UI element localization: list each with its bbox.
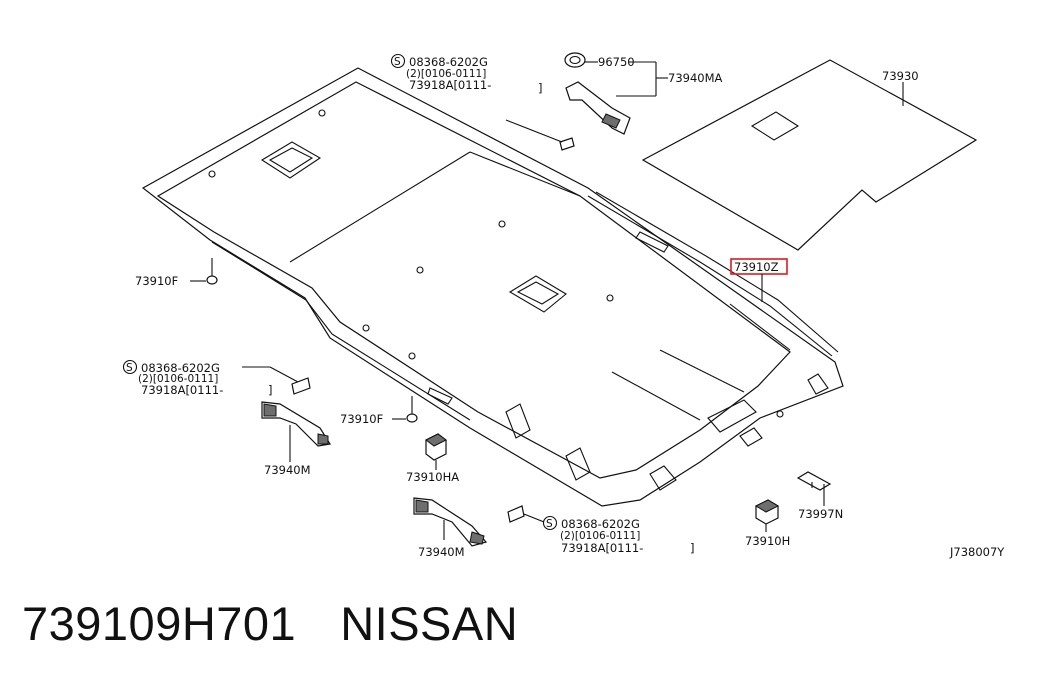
screw-qty: (2)[0106-0111] (138, 373, 218, 385)
part-caption: 739109H701 NISSAN (22, 596, 518, 651)
label-73910H: 73910H (745, 534, 790, 548)
s-mark: S (546, 518, 553, 530)
headliner-panel (141, 67, 844, 507)
parts-diagram: 73930 96750 73940MA ] S 08368-6202G (2)[… (122, 52, 1005, 559)
brand-name: NISSAN (340, 597, 519, 650)
s-mark: S (126, 362, 133, 374)
clip-73910F-mid: 73910F (340, 396, 418, 426)
label-73940M-bottom: 73940M (418, 545, 465, 559)
label-73910F-left: 73910F (135, 274, 178, 288)
label-73930: 73930 (882, 69, 919, 83)
label-73910Z: 73910Z (734, 260, 779, 274)
screw-qty: (2)[0106-0111] (406, 68, 486, 80)
label-96750: 96750 (598, 55, 635, 69)
clip-73910F-left: 73910F (135, 258, 218, 288)
assist-grip-73940MA: 96750 73940MA ] (505, 52, 723, 151)
screw-callout-left: S 08368-6202G (2)[0106-0111] 73918A[0111… (122, 359, 311, 397)
s-mark: S (394, 56, 401, 68)
screw-alt-part: 73918A[0111- (409, 78, 491, 92)
screw-callout-bottom: S 08368-6202G (2)[0106-0111] 73918A[0111… (542, 515, 695, 555)
clip-73910H: 73910H (745, 499, 790, 548)
part-number: 739109H701 (22, 597, 297, 650)
screw-part-no: 08368-6202G (141, 361, 220, 375)
bracket-mark-bottom: ] (690, 541, 695, 555)
label-73940M-left: 73940M (264, 463, 311, 477)
assist-grip-73940M-bottom: 73940M (413, 497, 545, 559)
screw-alt-part: 73918A[0111- (141, 383, 223, 397)
highlight-box (730, 258, 788, 275)
bracket-mark-left: ] (268, 383, 273, 397)
screw-part-no: 08368-6202G (409, 55, 488, 69)
assist-grip-73940M-left: 73940M (261, 401, 331, 477)
insulator-pad-73930: 73930 (641, 59, 978, 251)
highlight-73910Z[interactable]: 73910Z (730, 258, 788, 302)
screw-qty: (2)[0106-0111] (560, 530, 640, 542)
screw-alt-part: 73918A[0111- (561, 541, 643, 555)
label-73940MA: 73940MA (668, 71, 723, 85)
label-73910HA: 73910HA (406, 470, 459, 484)
screw-part-no: 08368-6202G (561, 517, 640, 531)
bracket-mark-top: ] (538, 81, 543, 95)
clip-73910HA: 73910HA (406, 433, 459, 484)
drawing-code: J738007Y (949, 545, 1005, 559)
bracket-73997N: 73997N (796, 471, 843, 521)
label-73910F-mid: 73910F (340, 412, 383, 426)
screw-callout-top: S 08368-6202G (2)[0106-0111] 73918A[0111… (390, 53, 491, 92)
label-73997N: 73997N (798, 507, 843, 521)
